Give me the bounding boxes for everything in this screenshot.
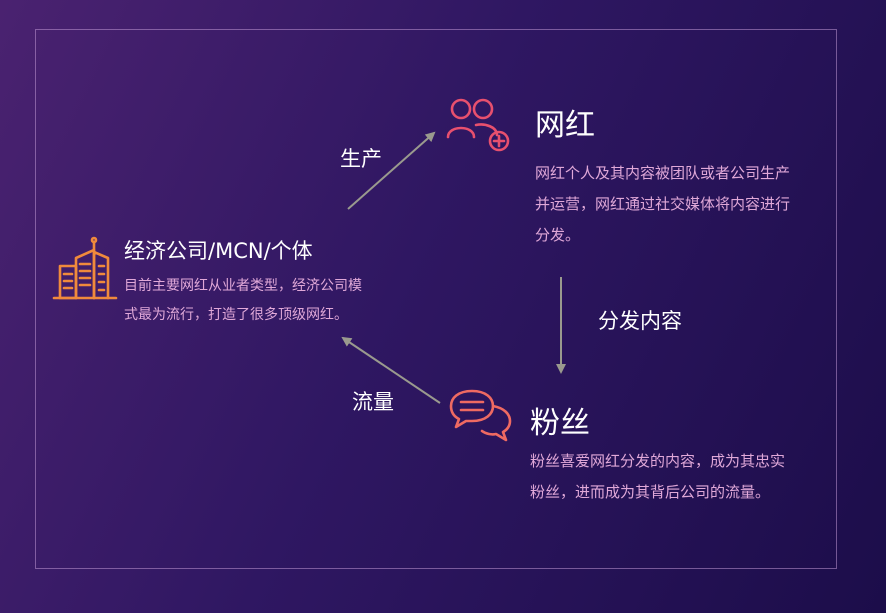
influencer-desc: 网红个人及其内容被团队或者公司生产并运营，网红通过社交媒体将内容进行分发。 (535, 164, 791, 244)
company-title: 经济公司/MCN/个体 (124, 239, 313, 263)
fans-desc: 粉丝喜爱网红分发的内容，成为其忠实粉丝，进而成为其背后公司的流量。 (530, 452, 786, 501)
company-desc: 目前主要网红从业者类型，经济公司模式最为流行，打造了很多顶级网红。 (124, 278, 362, 323)
fans-title: 粉丝 (530, 406, 590, 441)
edge-label-produce: 生产 (340, 147, 382, 171)
edge-label-traffic: 流量 (352, 390, 394, 414)
influencer-title: 网红 (535, 108, 595, 143)
building-icon (52, 236, 118, 300)
add-users-icon (446, 98, 510, 152)
diagram-frame (35, 29, 837, 569)
arrow-fans-to-company (341, 336, 441, 404)
chat-bubbles-icon (449, 389, 512, 442)
edge-label-distribute: 分发内容 (598, 309, 682, 333)
arrow-company-to-influencer (347, 131, 436, 210)
